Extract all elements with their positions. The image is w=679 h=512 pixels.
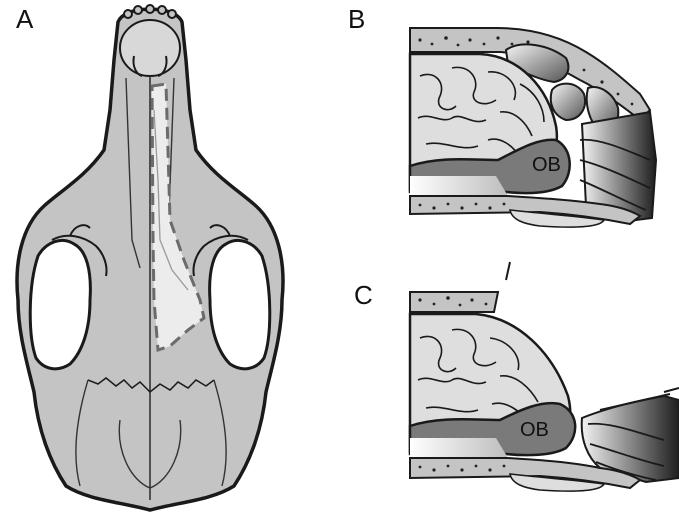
panel-c-label: C: [354, 280, 373, 310]
panel-b-label: B: [348, 4, 365, 34]
panel-c-floor: [410, 438, 508, 458]
panel-b-floor: [410, 176, 508, 196]
panel-b-sagittal: B OB: [348, 4, 656, 227]
panel-c-roof-bone: [410, 292, 498, 312]
panel-a-label: A: [16, 4, 34, 34]
orbit-left: [30, 240, 90, 368]
panel-c-ob-label: OB: [520, 419, 549, 441]
panel-b-ob-label: OB: [532, 154, 561, 176]
panel-a-skull: A: [16, 4, 283, 510]
panel-b-sinus-2: [551, 84, 585, 120]
rostral-opening: [120, 20, 180, 76]
panel-c-cut-line-1: [506, 262, 510, 280]
panel-c-sagittal: C OB: [354, 262, 679, 491]
panel-c-cut-line-2: [664, 388, 679, 392]
orbit-right: [210, 240, 270, 368]
